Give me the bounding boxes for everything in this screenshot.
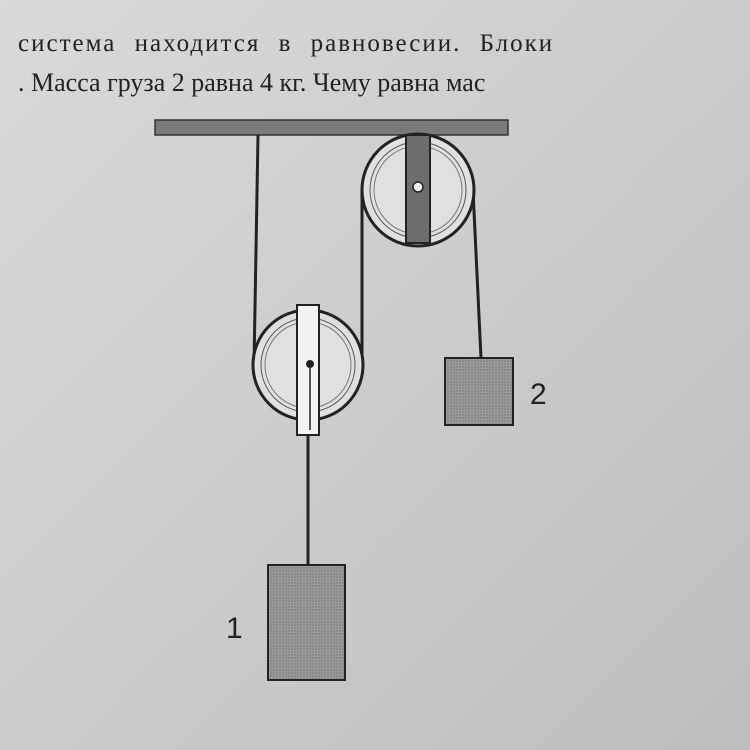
load-1-label: 1 (226, 612, 243, 645)
fixed-pulley (360, 132, 476, 248)
load-2 (444, 357, 514, 426)
movable-pulley (251, 304, 365, 436)
problem-text-line-1: система находится в равновесии. Блоки (18, 30, 555, 57)
load-2-label: 2 (530, 378, 547, 411)
ceiling-bar (154, 119, 509, 136)
load-1 (267, 564, 346, 681)
ropes (252, 134, 483, 565)
problem-text-line-2: . Масса груза 2 равна 4 кг. Чему равна м… (18, 68, 486, 97)
